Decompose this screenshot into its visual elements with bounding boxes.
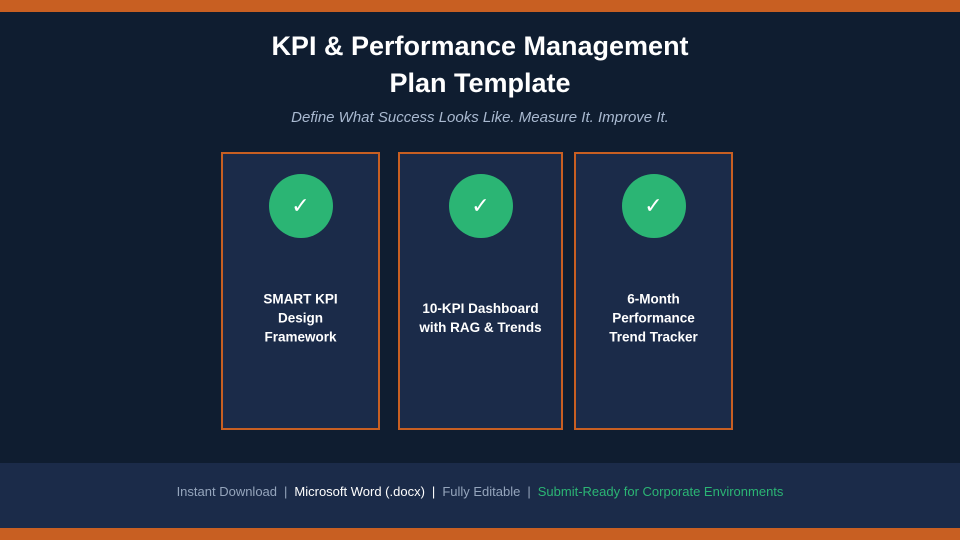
footer-item-download: Instant Download (176, 484, 278, 499)
check-icon: ✓ (621, 174, 686, 238)
check-icon: ✓ (448, 174, 513, 238)
page-title: KPI & Performance Management Plan Templa… (0, 28, 960, 102)
footer-separator: | (284, 484, 288, 499)
card-label: 10-KPI Dashboard with RAG & Trends (419, 301, 542, 335)
footer-item-editable: Fully Editable (442, 484, 521, 499)
title-line-2: Plan Template (389, 68, 571, 98)
footer-features: Instant Download | Microsoft Word (.docx) |… (0, 483, 960, 501)
card-label: 6-Month Performance Trend Tracker (609, 291, 698, 345)
footer-item-format: Microsoft Word (.docx) (294, 484, 425, 499)
footer-separator: | (431, 484, 436, 499)
footer-item-submit-ready: Submit-Ready for Corporate Environments (537, 484, 784, 499)
card-label: SMART KPI Design Framework (263, 291, 338, 345)
footer-separator: | (527, 484, 531, 499)
footer-band: Instant Download | Microsoft Word (.docx) |… (0, 463, 960, 528)
bottom-accent-bar (0, 528, 960, 540)
top-accent-bar (0, 0, 960, 12)
feature-card-dashboard: ✓ 10-KPI Dashboard with RAG & Trends (398, 152, 563, 430)
feature-card-trend-tracker: ✓ 6-Month Performance Trend Tracker (574, 152, 733, 430)
subtitle: Define What Success Looks Like. Measure … (291, 109, 669, 126)
check-icon: ✓ (268, 174, 333, 238)
feature-card-smart-kpi: ✓ SMART KPI Design Framework (221, 152, 380, 430)
title-line-1: KPI & Performance Management (271, 31, 689, 61)
